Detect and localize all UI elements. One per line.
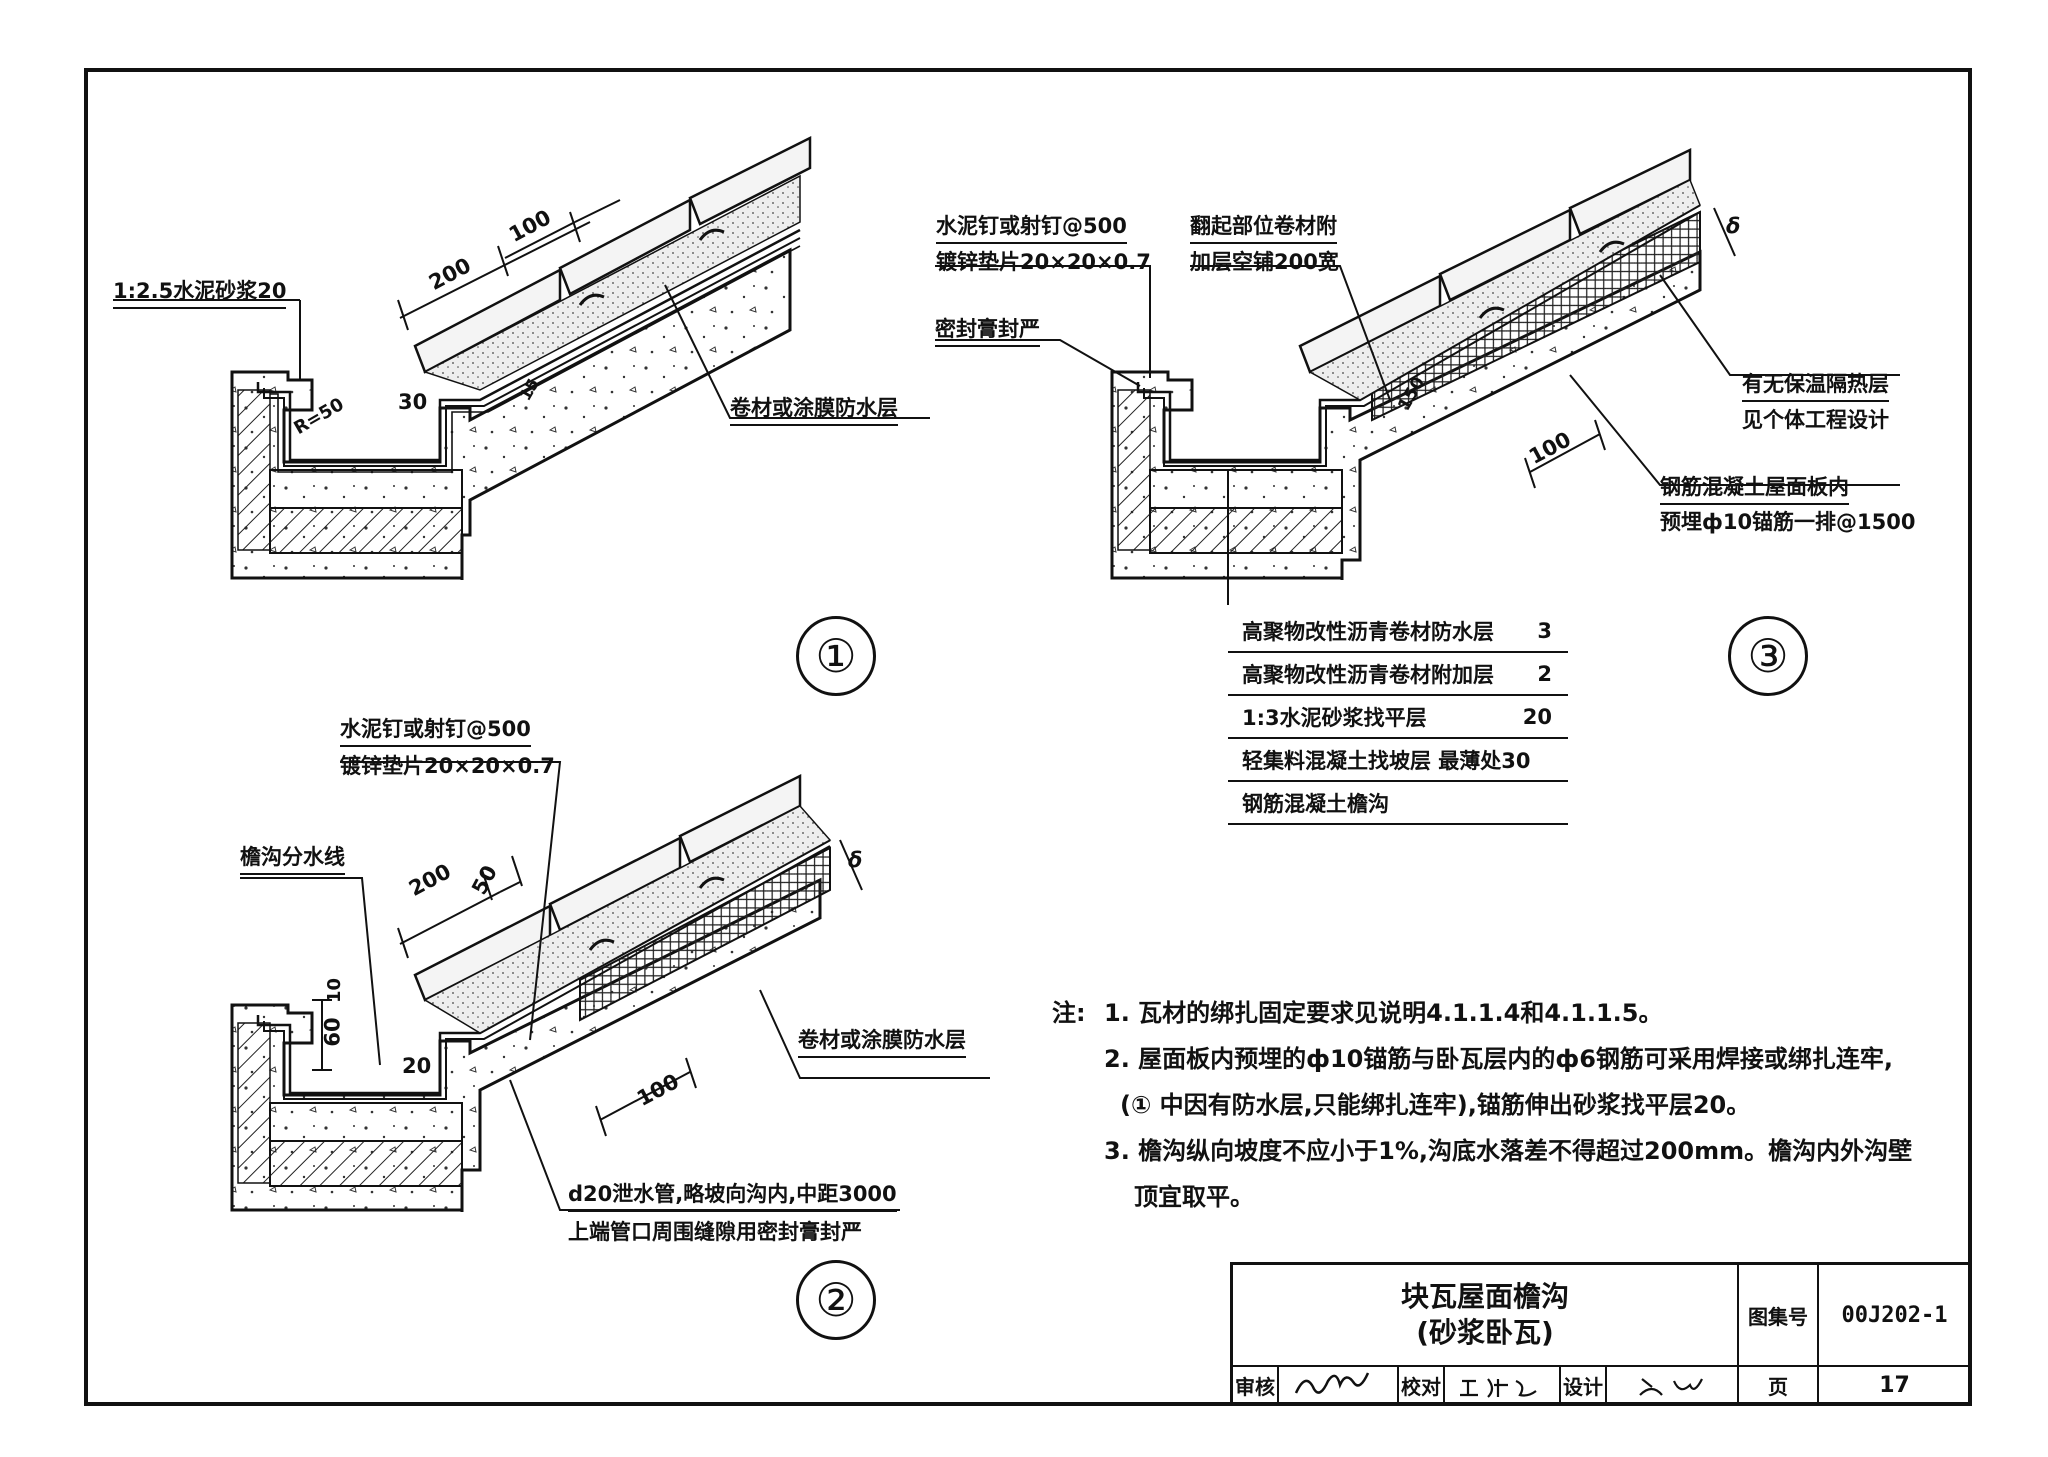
layer-table: 高聚物改性沥青卷材防水层 3 高聚物改性沥青卷材附加层 2 1:3水泥砂浆找平层…: [1228, 610, 1568, 825]
nail-label-3: 水泥钉或射钉@500: [936, 210, 1127, 244]
washer-label-2: 镀锌垫片20×20×0.7: [340, 754, 555, 778]
layer-name: 钢筋混凝土檐沟: [1242, 791, 1389, 816]
detail-2-drawing: [230, 761, 990, 1212]
anchor-label: 钢筋混凝土屋面板内: [1660, 471, 1849, 505]
layer-name: 高聚物改性沥青卷材防水层: [1242, 619, 1494, 644]
drawing-frame: [84, 68, 1972, 1406]
layer-name: 1:3水泥砂浆找平层: [1242, 705, 1427, 730]
membrane-label-2: 卷材或涂膜防水层: [798, 1024, 966, 1058]
design-label: 设计: [1561, 1367, 1607, 1406]
check-signature: [1445, 1367, 1561, 1406]
dim-60-label: 60: [320, 1017, 345, 1047]
note-indent: [1052, 1128, 1104, 1174]
layer-value: 20: [1522, 704, 1552, 729]
layer-row: 高聚物改性沥青卷材防水层 3: [1228, 610, 1568, 653]
note-item: 顶宜取平。: [1134, 1183, 1254, 1211]
drawing-subtitle: (砂浆卧瓦): [1416, 1316, 1554, 1349]
note-row: (① 中因有防水层,只能绑扎连牢),锚筋伸出砂浆找平层20。: [1052, 1082, 1912, 1128]
detail-3-marker: ③: [1728, 616, 1808, 696]
title-cell: 块瓦屋面檐沟 (砂浆卧瓦): [1233, 1265, 1739, 1367]
membrane-label: 卷材或涂膜防水层: [730, 392, 898, 426]
notes-block: 注: 1. 瓦材的绑扎固定要求见说明4.1.1.4和4.1.1.5。 2. 屋面…: [1052, 990, 1912, 1220]
layer-row: 轻集料混凝土找坡层 最薄处30: [1228, 739, 1568, 782]
design-signature: [1607, 1367, 1739, 1406]
atlas-label-cell: 图集号: [1739, 1265, 1819, 1367]
note-item: 3. 檐沟纵向坡度不应小于1%,沟底水落差不得超过200mm。檐沟内外沟壁: [1104, 1137, 1913, 1165]
dim-30-label: 30: [398, 390, 428, 414]
layer-row: 高聚物改性沥青卷材附加层 2: [1228, 653, 1568, 696]
drain-pipe-label: d20泄水管,略坡向沟内,中距3000: [568, 1178, 897, 1212]
review-label: 审核: [1233, 1367, 1279, 1406]
note-item: 2. 屋面板内预埋的ф10锚筋与卧瓦层内的ф6钢筋可采用焊接或绑扎连牢,: [1104, 1045, 1894, 1073]
check-signature-image: [1460, 1377, 1537, 1398]
page-number: 17: [1819, 1367, 1972, 1406]
nail-label-2: 水泥钉或射钉@500: [340, 713, 531, 747]
note-row: 3. 檐沟纵向坡度不应小于1%,沟底水落差不得超过200mm。檐沟内外沟壁: [1052, 1128, 1912, 1174]
dim-10-label: 10: [324, 977, 346, 1004]
review-signature-image: [1294, 1371, 1370, 1394]
note-item: 1. 瓦材的绑扎固定要求见说明4.1.1.4和4.1.1.5。: [1104, 999, 1663, 1027]
review-signature: [1279, 1367, 1399, 1406]
detail-2-marker: ②: [796, 1260, 876, 1340]
page-label: 页: [1739, 1367, 1819, 1406]
insulation-label: 有无保温隔热层: [1742, 368, 1889, 402]
dim-delta-label-2: δ: [848, 848, 863, 872]
design-signature-image: [1639, 1377, 1703, 1396]
note-indent: [1052, 1174, 1104, 1220]
note-indent: [1052, 1036, 1104, 1082]
layer-row: 钢筋混凝土檐沟: [1228, 782, 1568, 825]
mortar-label: 1:2.5水泥砂浆20: [113, 275, 287, 309]
sealant-label: 密封膏封严: [935, 313, 1040, 347]
divide-line-label: 檐沟分水线: [240, 841, 345, 875]
note-row: 顶宜取平。: [1052, 1174, 1912, 1220]
dim-20-label: 20: [402, 1054, 432, 1078]
layer-row: 1:3水泥砂浆找平层 20: [1228, 696, 1568, 739]
washer-label-3: 镀锌垫片20×20×0.7: [936, 250, 1151, 274]
note-row: 2. 屋面板内预埋的ф10锚筋与卧瓦层内的ф6钢筋可采用焊接或绑扎连牢,: [1052, 1036, 1912, 1082]
notes-lead: 注:: [1052, 999, 1086, 1027]
upturn-label: 翻起部位卷材附: [1190, 210, 1337, 244]
drawing-title: 块瓦屋面檐沟: [1400, 1280, 1569, 1313]
insulation-label-2: 见个体工程设计: [1742, 408, 1889, 432]
detail-3-drawing: [935, 148, 1900, 605]
drain-seal-label: 上端管口周围缝隙用密封膏封严: [568, 1220, 862, 1244]
detail-1-marker: ①: [796, 616, 876, 696]
layer-value: 3: [1537, 618, 1552, 643]
layer-name: 轻集料混凝土找坡层 最薄处30: [1242, 748, 1531, 773]
layer-name: 高聚物改性沥青卷材附加层: [1242, 662, 1494, 687]
detail-1-drawing: [113, 135, 930, 580]
dim-delta-label-3: δ: [1726, 214, 1741, 238]
note-item: (① 中因有防水层,只能绑扎连牢),锚筋伸出砂浆找平层20。: [1120, 1091, 1751, 1119]
note-indent: [1052, 1082, 1104, 1128]
note-row: 注: 1. 瓦材的绑扎固定要求见说明4.1.1.4和4.1.1.5。: [1052, 990, 1912, 1036]
check-label: 校对: [1399, 1367, 1445, 1406]
upturn-label-2: 加层空铺200宽: [1190, 250, 1339, 274]
atlas-number: 00J202-1: [1819, 1265, 1972, 1367]
anchor-label-2: 预埋ф10锚筋一排@1500: [1660, 510, 1916, 534]
title-block: 块瓦屋面檐沟 (砂浆卧瓦) 图集号 00J202-1 审核 校对 设计 页 17: [1230, 1262, 1972, 1406]
layer-value: 2: [1537, 661, 1552, 686]
